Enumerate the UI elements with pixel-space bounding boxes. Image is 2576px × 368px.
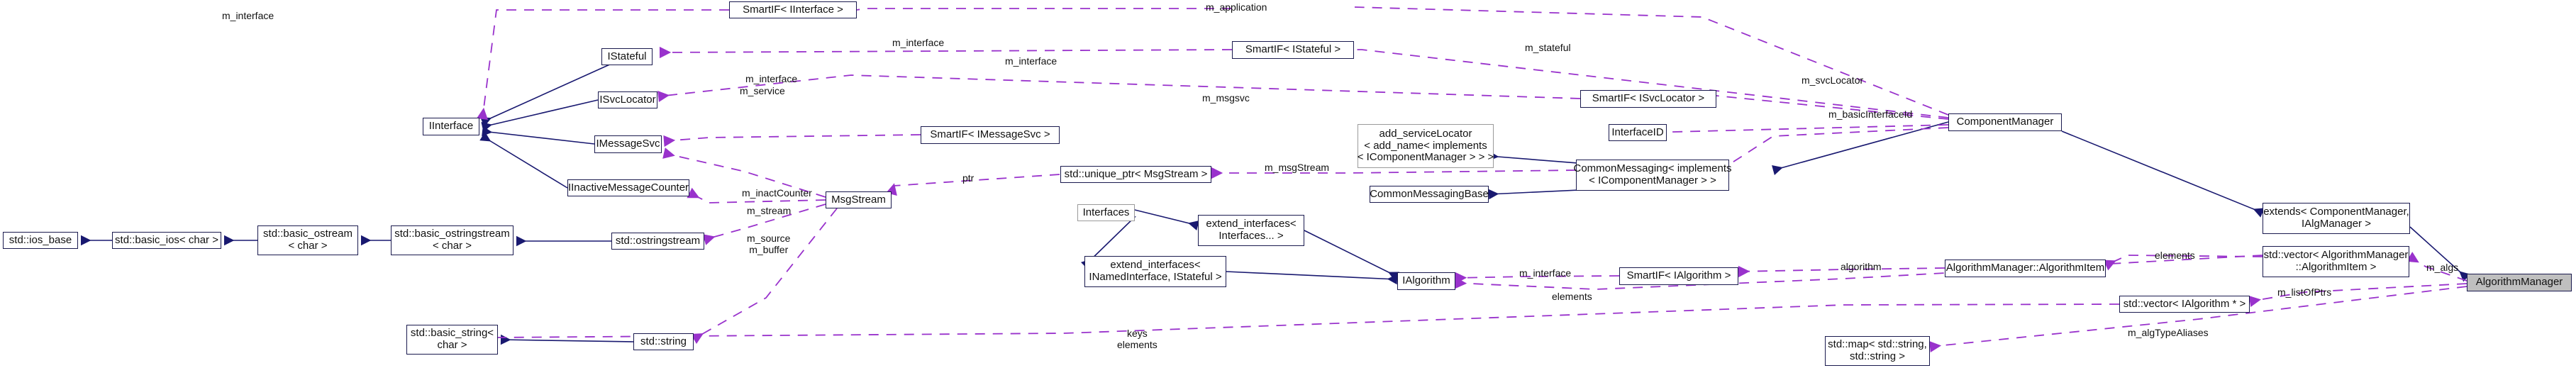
class-node-add_servicelocator[interactable]: add_serviceLocator < add_name< implement… bbox=[1358, 124, 1494, 168]
class-node-interfaceid[interactable]: InterfaceID bbox=[1609, 124, 1667, 141]
class-node-istateful[interactable]: IStateful bbox=[601, 48, 653, 65]
edge-label-lbl_m_inactcounter: m_inactCounter bbox=[742, 187, 812, 199]
class-node-basic_ostream[interactable]: std::basic_ostream < char > bbox=[257, 225, 358, 255]
edge-label-lbl_m_algtypealiases: m_algTypeAliases bbox=[2128, 327, 2209, 338]
edge-label-lbl_m_interface_2: m_interface bbox=[892, 37, 945, 48]
class-node-componentmanager[interactable]: ComponentManager bbox=[1948, 113, 2062, 131]
edge-label-lbl_m_msgsvc: m_msgsvc bbox=[1202, 92, 1250, 104]
edge-label-lbl_keys_elements: keys elements bbox=[1117, 328, 1157, 351]
class-node-msgstream[interactable]: MsgStream bbox=[826, 191, 892, 208]
class-node-smartif_isvclocator[interactable]: SmartIF< ISvcLocator > bbox=[1580, 90, 1716, 108]
class-node-vector_ialgorithm_ptr[interactable]: std::vector< IAlgorithm * > bbox=[2119, 296, 2250, 313]
edge-label-lbl_m_interface_4: m_interface bbox=[745, 73, 798, 84]
class-node-smartif_istateful[interactable]: SmartIF< IStateful > bbox=[1232, 41, 1354, 59]
class-node-map_string_string[interactable]: std::map< std::string, std::string > bbox=[1825, 336, 1930, 366]
class-node-iinactivemessagecounter[interactable]: IInactiveMessageCounter bbox=[567, 179, 689, 196]
edge-label-lbl_m_algs: m_algs bbox=[2426, 262, 2459, 273]
edge-label-lbl_m_interface_1: m_interface bbox=[222, 10, 274, 21]
edge-label-lbl_m_interface_5: m_interface bbox=[1519, 267, 1572, 279]
class-node-smartif_iinterface[interactable]: SmartIF< IInterface > bbox=[729, 1, 857, 18]
class-node-smartif_imessagesvc[interactable]: SmartIF< IMessageSvc > bbox=[921, 126, 1060, 144]
class-node-basic_string[interactable]: std::basic_string< char > bbox=[406, 325, 498, 355]
class-node-extend_interfaces_named[interactable]: extend_interfaces< INamedInterface, ISta… bbox=[1084, 256, 1226, 287]
edge-label-lbl_m_listofptrs: m_listOfPtrs bbox=[2277, 286, 2332, 298]
edge-label-lbl_m_stream: m_stream bbox=[747, 205, 792, 216]
inheritance-edges bbox=[81, 56, 2470, 345]
edge-label-lbl_elements_1: elements bbox=[1552, 291, 1592, 302]
class-node-vector_algorithmitem[interactable]: std::vector< AlgorithmManager ::Algorith… bbox=[2263, 246, 2409, 277]
edge-label-lbl_m_application: m_application bbox=[1206, 1, 1267, 13]
edge-label-lbl_m_stateful: m_stateful bbox=[1525, 42, 1571, 53]
class-node-interfaces[interactable]: Interfaces bbox=[1077, 204, 1135, 221]
edge-label-lbl_m_svclocator: m_svcLocator bbox=[1801, 74, 1864, 86]
edge-label-lbl_elements_2: elements bbox=[2155, 250, 2195, 261]
edge-label-lbl_ptr: ptr bbox=[962, 172, 975, 184]
class-node-smartif_ialgorithm[interactable]: SmartIF< IAlgorithm > bbox=[1619, 267, 1738, 285]
class-node-algorithmitem[interactable]: AlgorithmManager::AlgorithmItem bbox=[1945, 260, 2106, 277]
class-node-iinterface[interactable]: IInterface bbox=[423, 118, 479, 135]
class-node-ostringstream[interactable]: std::ostringstream bbox=[611, 233, 704, 250]
class-node-ios_base[interactable]: std::ios_base bbox=[3, 232, 78, 249]
class-node-extend_interfaces_pack[interactable]: extend_interfaces< Interfaces... > bbox=[1198, 215, 1304, 246]
class-node-basic_ios[interactable]: std::basic_ios< char > bbox=[112, 232, 221, 249]
edge-label-lbl_algorithm: algorithm bbox=[1841, 261, 1882, 272]
class-node-imessagesvc[interactable]: IMessageSvc bbox=[594, 135, 662, 153]
class-node-unique_ptr_msgstream[interactable]: std::unique_ptr< MsgStream > bbox=[1060, 166, 1211, 183]
class-node-commonmessagingbase[interactable]: CommonMessagingBase bbox=[1370, 186, 1489, 203]
class-node-extends_cm_ialgmanager[interactable]: extends< ComponentManager, IAlgManager > bbox=[2263, 203, 2410, 234]
class-node-algorithmmanager[interactable]: AlgorithmManager bbox=[2467, 274, 2572, 291]
edge-label-lbl_m_source_buffer: m_source m_buffer bbox=[747, 233, 791, 256]
class-node-ialgorithm[interactable]: IAlgorithm bbox=[1397, 272, 1455, 290]
class-node-isvclocator[interactable]: ISvcLocator bbox=[598, 91, 657, 108]
edge-label-lbl_m_msgstream: m_msgStream bbox=[1265, 162, 1330, 173]
class-node-std_string[interactable]: std::string bbox=[633, 333, 694, 350]
class-node-commonmessaging[interactable]: CommonMessaging< implements < IComponent… bbox=[1574, 160, 1732, 191]
edge-label-lbl_m_basicinterfaceid: m_basicInterfaceId bbox=[1828, 108, 1913, 120]
class-node-basic_ostringstream[interactable]: std::basic_ostringstream < char > bbox=[391, 225, 513, 255]
edge-label-lbl_m_service: m_service bbox=[740, 85, 785, 96]
edge-label-lbl_m_interface_3: m_interface bbox=[1005, 55, 1057, 67]
